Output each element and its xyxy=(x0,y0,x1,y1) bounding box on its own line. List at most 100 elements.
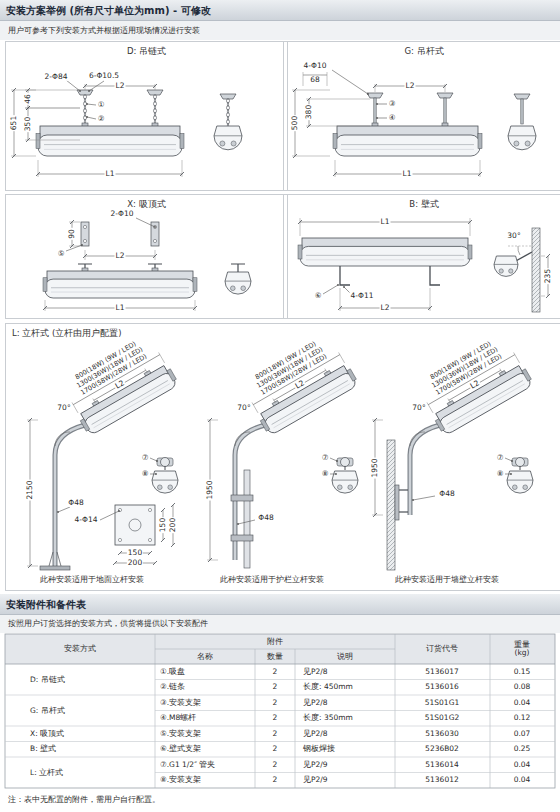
install-panel: B: 壁式 xyxy=(283,194,560,319)
dimension-tick xyxy=(83,254,87,258)
leader-dot xyxy=(376,103,378,105)
callout-number: ⑥ xyxy=(314,292,323,300)
dimension-label: 1950 xyxy=(371,457,379,478)
dimension-label: 2-Φ84 xyxy=(44,73,69,81)
dimension-label: L2 xyxy=(293,379,307,392)
dimension-label: L1 xyxy=(402,170,413,178)
section-band: 安装附件和备件表 xyxy=(0,594,560,615)
leader-dot xyxy=(118,510,120,512)
base-plate xyxy=(40,566,70,570)
leader-dot xyxy=(237,523,239,525)
dimension-tick xyxy=(373,84,377,88)
leader-line xyxy=(66,80,80,91)
dimension-label: 651 xyxy=(10,115,18,131)
leader-dot xyxy=(510,473,512,475)
lamp-end-view xyxy=(494,256,518,276)
pole-section xyxy=(341,458,350,467)
figure-caption: 此种安装适用于护栏立杆安装 xyxy=(220,576,324,584)
leader-line xyxy=(332,70,368,94)
angle-label: 70° xyxy=(411,404,426,412)
table-cell: ④.M8螺杆 xyxy=(160,714,196,722)
extension-line xyxy=(25,108,80,109)
angle-arc xyxy=(410,432,425,446)
anchor-hole xyxy=(148,508,151,511)
extension-line xyxy=(292,156,330,157)
callout-number: ⑧ xyxy=(321,470,330,478)
table-cell: 0.08 xyxy=(514,683,531,691)
cable-gland xyxy=(525,141,530,146)
clamp-stem xyxy=(165,466,166,470)
table-cell: 0.04 xyxy=(514,699,531,707)
ceiling-plate xyxy=(220,94,236,99)
lamp-end-cap xyxy=(478,134,482,149)
extension-line xyxy=(252,402,258,412)
dimension-tick xyxy=(83,84,87,88)
cable-gland xyxy=(499,269,503,273)
dimension-label: 350 xyxy=(24,116,32,132)
threaded-rod xyxy=(444,98,446,126)
panel-heading: L: 立杆式 (立杆由用户配置) xyxy=(6,324,560,340)
reference-line xyxy=(508,246,532,247)
table-rule xyxy=(5,726,555,727)
table-cell: ③.安装支架 xyxy=(160,699,201,707)
leader-dot xyxy=(376,117,378,119)
dimension-label: Φ48 xyxy=(257,514,274,522)
table-note: 注：表中无配置的附件，需用户自行配置。 xyxy=(8,796,160,804)
table-rule xyxy=(155,772,555,773)
pipe-clamp xyxy=(157,458,173,466)
wall-bracket xyxy=(340,266,350,285)
table-cell: 51S01G1 xyxy=(425,699,459,707)
dimension-label: 200 xyxy=(127,559,143,567)
pole-mount-figure xyxy=(372,351,534,570)
tilted-lamp xyxy=(70,351,179,436)
table-cell: ⑥.壁式支架 xyxy=(160,745,201,753)
bracket-hole xyxy=(153,239,156,242)
dimension-tick xyxy=(148,551,152,555)
leader-dot xyxy=(156,460,158,462)
lamp-end-view xyxy=(214,135,242,136)
ceiling-plate xyxy=(367,93,383,98)
table-header: 说明 xyxy=(337,652,353,660)
table-header: 安装方式 xyxy=(64,645,96,653)
lamp-tube xyxy=(51,292,189,293)
extension-line xyxy=(372,420,383,421)
subtitle: 按照用户订货选择的安装方式，供货将提供以下安装配件 xyxy=(8,620,208,628)
anchor-hole xyxy=(118,508,121,511)
table-cell: 51S01G2 xyxy=(425,714,459,722)
install-panel: D: 吊链式 xyxy=(5,41,288,191)
pole-mount-figure xyxy=(27,351,179,570)
lamp-end-cap xyxy=(298,245,302,259)
table-cell: 见P2/9 xyxy=(303,761,328,769)
callout-number: ② xyxy=(97,115,106,123)
cable-gland xyxy=(230,286,235,291)
table-cell: 见P2/8 xyxy=(303,730,328,738)
dimension-label: 6-Φ10.5 xyxy=(88,72,120,80)
dimension-label: 150 xyxy=(127,549,143,557)
table-cell: 见P2/8 xyxy=(303,699,328,707)
dimension-tick xyxy=(478,172,482,176)
section-title: 安装方案举例 (所有尺寸单位为mm) - 可修改 xyxy=(0,0,560,18)
parts-table xyxy=(5,634,555,788)
dimension-tick xyxy=(28,564,32,568)
figure-caption: 此种安装适用于地面立杆安装 xyxy=(40,576,144,584)
table-rule xyxy=(5,695,555,696)
lamp-tube xyxy=(274,384,350,428)
dimension-tick xyxy=(161,538,165,542)
leader-line xyxy=(87,104,96,105)
leader-line xyxy=(505,474,511,475)
callout-number: ① xyxy=(97,101,106,109)
table-cell: L: 立杆式 xyxy=(30,768,63,776)
cable-gland xyxy=(157,485,162,490)
extension-line xyxy=(306,99,370,100)
table-cell: 0.04 xyxy=(514,761,531,769)
dimension-tick xyxy=(113,561,117,565)
table-cell: 2 xyxy=(273,699,278,707)
bracket-hole xyxy=(153,225,156,228)
leader-line xyxy=(100,511,119,520)
table-cell: X: 吸顶式 xyxy=(30,730,64,738)
extension-line xyxy=(159,352,165,362)
dimension-label: 500 xyxy=(291,115,299,131)
leader-dot xyxy=(88,90,90,92)
dimension-tick xyxy=(373,513,377,517)
